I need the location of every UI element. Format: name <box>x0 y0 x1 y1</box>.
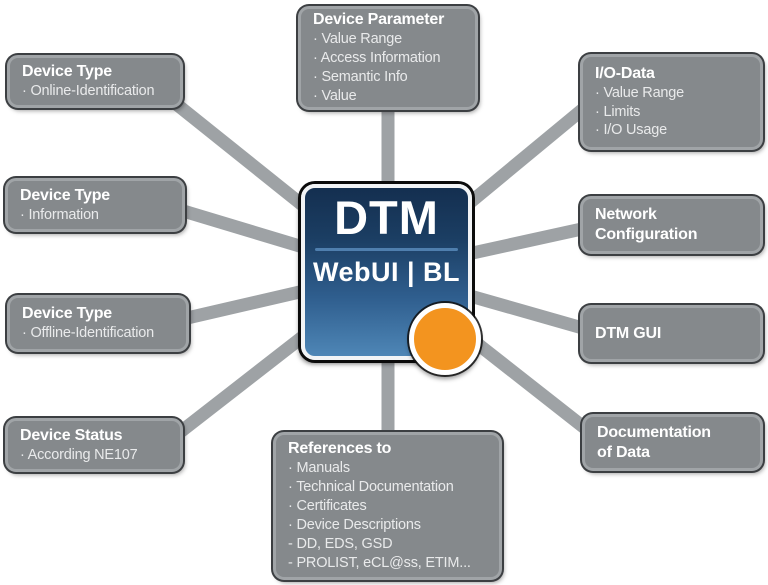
node-item: · Manuals <box>288 460 350 477</box>
node-title: Network Configuration <box>595 206 698 243</box>
node-title: DTM GUI <box>595 324 662 342</box>
node-item: - PROLIST, eCL@ss, ETIM... <box>288 554 471 571</box>
node-title: Documentation of Data <box>597 423 711 461</box>
node-device-type-online: Device Type · Online-Identification <box>7 55 183 108</box>
center-divider <box>315 247 458 251</box>
orange-circle-badge <box>409 303 481 375</box>
node-item: · Value Range <box>595 84 685 101</box>
node-item: · Device Descriptions <box>288 517 421 533</box>
node-item: · Offline-Identification <box>22 325 154 342</box>
center-subtitle: WebUI | BL <box>312 256 461 287</box>
node-item: · Online-Identification <box>22 83 155 100</box>
node-title: Device Type <box>22 63 112 81</box>
node-title: Device Parameter <box>313 11 445 29</box>
node-item: · Information <box>20 206 99 223</box>
node-item: · Certificates <box>288 498 367 515</box>
node-item: · According NE107 <box>20 446 138 463</box>
node-device-type-info: Device Type · Information <box>5 178 185 232</box>
node-title: Device Status <box>20 426 123 444</box>
node-item: · Access Information <box>313 50 441 67</box>
node-device-status: Device Status · According NE107 <box>5 418 183 472</box>
node-network-configuration: Network Configuration <box>580 196 763 254</box>
node-item: - DD, EDS, GSD <box>288 535 393 552</box>
node-io-data: I/O-Data · Value Range · Limits · I/O Us… <box>580 54 763 150</box>
node-title: Device Type <box>22 305 112 323</box>
node-item: · Value <box>313 87 357 104</box>
node-item: · Limits <box>595 103 641 120</box>
node-title: References to <box>288 440 392 458</box>
node-item: · I/O Usage <box>595 122 667 139</box>
node-title: I/O-Data <box>595 64 655 82</box>
node-item: · Technical Documentation <box>288 479 454 496</box>
node-documentation-of-data: Documentation of Data <box>582 414 763 471</box>
center-title: DTM <box>334 191 439 244</box>
node-references-to: References to · Manuals · Technical Docu… <box>273 432 502 580</box>
node-dtm-gui: DTM GUI <box>580 305 763 362</box>
node-item: · Semantic Info <box>313 69 408 85</box>
node-item: · Value Range <box>313 31 403 48</box>
node-device-type-offline: Device Type · Offline-Identification <box>7 295 189 352</box>
node-device-parameter: Device Parameter · Value Range · Access … <box>298 6 478 110</box>
node-title: Device Type <box>20 186 110 204</box>
